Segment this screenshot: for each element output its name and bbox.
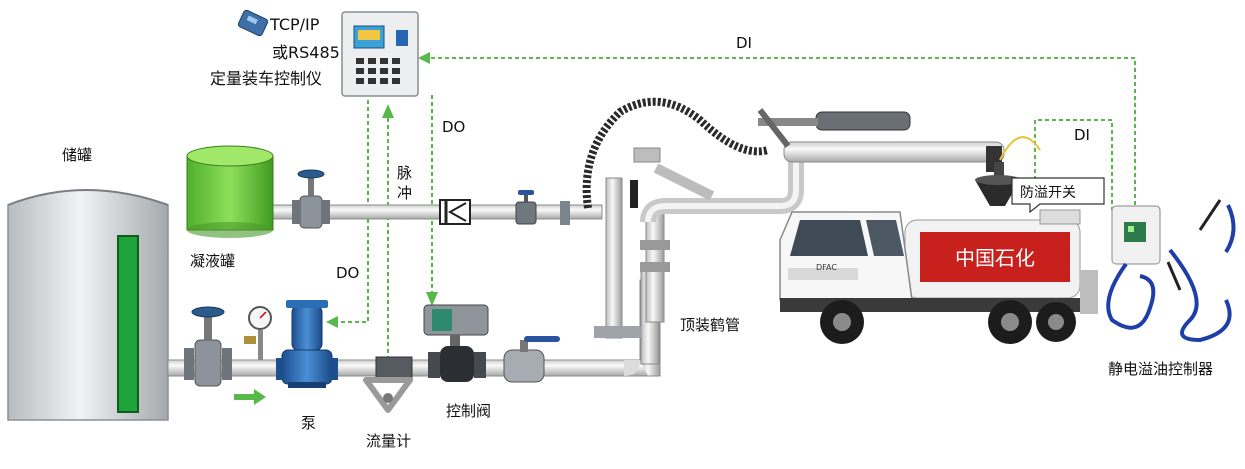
labels: TCP/IP 或RS485 定量装车控制仪 DI DO 脉 冲 DO 储罐 凝液… bbox=[62, 15, 1213, 450]
do-label-left: DO bbox=[336, 264, 359, 282]
protocol-label-line1: TCP/IP bbox=[269, 15, 320, 34]
main-pipeline bbox=[167, 267, 661, 377]
ball-valve-icon bbox=[503, 336, 560, 383]
condensate-tank-label: 凝液罐 bbox=[190, 252, 235, 270]
modem-icon bbox=[237, 9, 269, 37]
tanker-truck-icon: 中国石化 DFAC bbox=[779, 209, 1098, 344]
arrow-flow-right bbox=[234, 389, 266, 405]
gate-valve-icon bbox=[184, 306, 232, 387]
overflow-switch-label: 防溢开关 bbox=[1020, 185, 1076, 201]
grounding-clamp-icon bbox=[1106, 199, 1236, 343]
tank-label: 储罐 bbox=[62, 146, 92, 164]
di-label-top: DI bbox=[736, 34, 752, 52]
arrow-di-into-controller bbox=[418, 52, 430, 64]
arrow-pulse-up bbox=[382, 104, 394, 118]
check-valve-icon bbox=[439, 199, 471, 225]
static-controller-icon bbox=[1111, 205, 1161, 265]
keypad bbox=[356, 58, 400, 84]
flowmeter-label: 流量计 bbox=[366, 432, 411, 450]
di-label-right: DI bbox=[1074, 126, 1090, 144]
pulse-label-2: 冲 bbox=[397, 184, 412, 202]
truck-logo-text: 中国石化 bbox=[955, 246, 1035, 270]
di-signal-line-top bbox=[430, 57, 1136, 205]
control-valve-label: 控制阀 bbox=[446, 402, 491, 420]
protocol-label-line2: 或RS485 bbox=[272, 43, 340, 62]
ball-valve-icon bbox=[515, 190, 570, 225]
pump-label: 泵 bbox=[301, 414, 316, 432]
tank-level-gauge bbox=[117, 235, 139, 413]
controller-label: 定量装车控制仪 bbox=[210, 69, 322, 88]
flowmeter-icon bbox=[363, 356, 413, 413]
do-label-right: DO bbox=[442, 118, 465, 136]
di-signal-line-switch bbox=[1034, 119, 1113, 210]
tank-icon bbox=[7, 189, 169, 421]
signal-arrowheads bbox=[234, 52, 438, 405]
signal-lines bbox=[330, 57, 1136, 360]
pressure-gauge-icon bbox=[244, 306, 272, 360]
arrow-do-valve-down bbox=[426, 292, 438, 306]
controller-icon bbox=[341, 11, 419, 97]
overflow-switch-icon bbox=[1011, 177, 1105, 214]
truck-wheel bbox=[1036, 302, 1076, 342]
loading-arm-icon bbox=[582, 97, 1041, 339]
condensate-tank-icon bbox=[186, 145, 274, 238]
arrow-do-pump-left bbox=[326, 316, 338, 328]
truck-wheel bbox=[988, 300, 1032, 344]
do-signal-line-pump bbox=[330, 100, 369, 323]
static-controller-label: 静电溢油控制器 bbox=[1108, 360, 1213, 378]
truck-brand-text: DFAC bbox=[816, 263, 837, 272]
pulse-label-1: 脉 bbox=[397, 164, 412, 182]
loading-arm-label: 顶装鹤管 bbox=[680, 316, 740, 334]
control-valve-icon bbox=[423, 304, 489, 382]
pump-icon bbox=[276, 300, 338, 388]
truck-wheel bbox=[820, 300, 864, 344]
gate-valve-icon bbox=[292, 169, 330, 229]
